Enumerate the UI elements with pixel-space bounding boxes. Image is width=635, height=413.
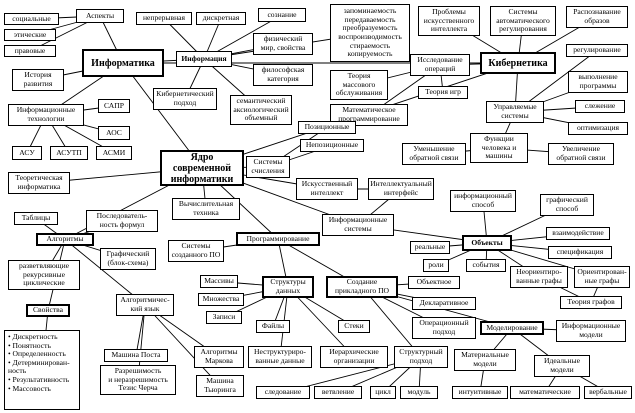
- node-razreshimost[interactable]: Разрешимость и неразрешимость Тезис Черч…: [100, 365, 176, 395]
- node-sistemy-sozdannogo[interactable]: Системы созданного ПО: [168, 240, 224, 262]
- node-nepreryvnaya[interactable]: непрерывная: [136, 12, 192, 25]
- node-sistemy-schisleniya[interactable]: Системы счисления: [246, 156, 290, 178]
- node-problemy-ii[interactable]: Проблемы искусственного интеллекта: [418, 6, 480, 36]
- node-razvetvlyayuschie[interactable]: разветвляющие рекурсивные циклические: [8, 260, 80, 290]
- node-iskusstvenny-intellekt[interactable]: Искусственный интеллект: [296, 178, 358, 200]
- node-asutp[interactable]: АСУТП: [50, 146, 88, 160]
- node-semanticheskiy[interactable]: семантический аксиологический объемный: [230, 95, 292, 125]
- node-obektnoe[interactable]: Объектное: [408, 276, 460, 289]
- node-sobytiya[interactable]: события: [466, 259, 506, 272]
- node-algoritmicheskiy[interactable]: Алгоритмичес- кий язык: [116, 294, 174, 316]
- node-kiberneticheskiy-podhod[interactable]: Кибернетический подход: [153, 88, 217, 110]
- node-uvelichenie[interactable]: Увеличение обратной связи: [548, 143, 614, 165]
- node-programmirovanie[interactable]: Программирование: [236, 232, 320, 246]
- node-nestrukturirovannye[interactable]: Неструктуриро- ванные данные: [248, 346, 312, 368]
- node-strukturny[interactable]: Структурный подход: [394, 346, 448, 368]
- node-svoystva-list: • Дискретность • Понятность • Определенн…: [4, 330, 80, 410]
- node-algoritmy[interactable]: Алгоритмы: [36, 233, 94, 246]
- node-neorientirovannye[interactable]: Неориентиро- ванные графы: [510, 266, 568, 288]
- node-diskretnaya[interactable]: дискретная: [196, 12, 246, 25]
- node-matematicheskoe[interactable]: Математическое программирование: [330, 104, 408, 126]
- node-teoreticheskaya[interactable]: Теоретическая информатика: [8, 172, 70, 194]
- node-slezhenie[interactable]: слежение: [575, 100, 625, 113]
- node-intellektualny-interfeys[interactable]: Интеллектуальный интерфейс: [368, 178, 434, 200]
- node-modul[interactable]: модуль: [400, 386, 438, 399]
- node-tablicy[interactable]: Таблицы: [14, 212, 58, 225]
- node-orientirovannye[interactable]: Ориентирован- ные графы: [574, 266, 630, 288]
- node-fizicheskiy[interactable]: физический мир, свойства: [253, 33, 313, 55]
- node-upravlyaemye[interactable]: Управляемые системы: [486, 101, 544, 123]
- node-umenshenie[interactable]: Уменьшение обратной связи: [402, 143, 466, 165]
- edge-sozdanie_po-strukturny: [361, 286, 422, 358]
- node-aos[interactable]: АОС: [98, 126, 130, 140]
- node-kibernetika[interactable]: Кибернетика: [480, 52, 556, 74]
- node-vzaimodeystvie[interactable]: взаимодействие: [546, 227, 610, 240]
- node-informacionnye-modeli[interactable]: Информационные модели: [556, 320, 626, 342]
- node-aspekty[interactable]: Аспекты: [76, 9, 124, 23]
- node-realnye[interactable]: реальные: [410, 241, 450, 254]
- node-teoriya-massovogo[interactable]: Теория массового обслуживания: [330, 70, 388, 100]
- edge-struktury-ierarhicheskie: [287, 286, 355, 358]
- node-intuitivnye[interactable]: интуитивные: [452, 386, 508, 399]
- node-eticheskie[interactable]: этические: [4, 29, 56, 41]
- node-filosofskaya[interactable]: философская категория: [253, 64, 313, 86]
- node-modelirovanie[interactable]: Моделирование: [480, 321, 544, 335]
- node-roli[interactable]: роли: [423, 259, 449, 272]
- node-sistemy-avtomaticheskogo[interactable]: Системы автоматического регулирования: [490, 6, 556, 36]
- node-informacionny-sposob[interactable]: информационный способ: [450, 190, 516, 212]
- node-svoystva[interactable]: Свойства: [26, 304, 70, 317]
- node-issledovanie[interactable]: Исследование операций: [410, 54, 470, 76]
- node-soznanie[interactable]: сознание: [258, 8, 306, 22]
- node-informacionnye-tehnologii[interactable]: Информационные технологии: [8, 104, 84, 126]
- node-optimizaciya[interactable]: оптимизация: [568, 122, 628, 135]
- node-vychislitelnaya[interactable]: Вычислительная техника: [172, 198, 240, 220]
- node-algoritmy-markova[interactable]: Алгоритмы Маркова: [194, 346, 244, 368]
- node-sledovanie[interactable]: следование: [256, 386, 310, 399]
- node-raspoznavanie[interactable]: Распознавание образов: [566, 6, 628, 28]
- node-nepozicionnye[interactable]: Непозиционные: [300, 139, 364, 152]
- node-ierarhicheskie[interactable]: Иерархические организации: [320, 346, 388, 368]
- node-graficheskiy-sposob[interactable]: графический способ: [540, 194, 594, 216]
- node-informaciya[interactable]: Информация: [176, 51, 232, 67]
- node-teoriya-igr[interactable]: Теория игр: [418, 86, 468, 99]
- node-obekty[interactable]: Объекты: [462, 235, 512, 251]
- node-vypolnenie[interactable]: выполнение программы: [568, 71, 628, 93]
- node-asu[interactable]: АСУ: [12, 146, 42, 160]
- node-mnozhestva[interactable]: Множества: [198, 293, 244, 306]
- edge-algoritmicheskiy-mashina_tyuringa: [144, 304, 221, 387]
- node-funkcii[interactable]: Функции человека и машины: [470, 133, 528, 163]
- node-informatika[interactable]: Информатика: [82, 49, 164, 77]
- node-socialnye[interactable]: социальные: [4, 13, 59, 25]
- node-istoriya[interactable]: История развития: [12, 69, 64, 91]
- node-teoriya-grafov[interactable]: Теория графов: [560, 296, 622, 309]
- node-cikl[interactable]: цикл: [370, 386, 396, 399]
- node-steki[interactable]: Стеки: [338, 320, 370, 333]
- node-mashina-tyuringa[interactable]: Машина Тьюринга: [196, 375, 244, 397]
- node-zapisi[interactable]: Записи: [206, 311, 242, 324]
- node-fayly[interactable]: Файлы: [256, 320, 290, 333]
- node-matematicheskie[interactable]: математические: [510, 386, 580, 399]
- node-mashina-posta[interactable]: Машина Поста: [104, 349, 168, 362]
- node-vetvlenie[interactable]: ветвление: [314, 386, 362, 399]
- node-regulirovanie[interactable]: регулирование: [566, 44, 628, 57]
- node-deklarativnoe[interactable]: Декларативное: [412, 297, 476, 310]
- node-yadro[interactable]: Ядро современной информатики: [160, 150, 244, 186]
- node-idealnye[interactable]: Идеальные модели: [534, 355, 590, 377]
- node-operacionny[interactable]: Операционный подход: [412, 317, 476, 339]
- node-verbalnye[interactable]: вербальные: [584, 386, 632, 399]
- node-specifikaciya[interactable]: спецификация: [548, 246, 612, 259]
- node-asmi[interactable]: АСМИ: [96, 146, 132, 160]
- node-informacionnye-sistemy[interactable]: Информационные системы: [322, 214, 394, 236]
- node-pravovye[interactable]: правовые: [4, 45, 56, 57]
- node-sapr[interactable]: САПР: [98, 99, 130, 113]
- node-pozicionnye[interactable]: Позиционные: [298, 121, 356, 134]
- node-materialnye[interactable]: Материальные модели: [454, 349, 516, 371]
- node-sozdanie-po[interactable]: Создание прикладного ПО: [326, 276, 398, 298]
- node-zapominaemost[interactable]: запоминаемость передаваемость преобразуе…: [330, 4, 410, 62]
- node-struktury[interactable]: Структуры данных: [262, 276, 314, 298]
- node-massivy[interactable]: Массивы: [200, 275, 238, 288]
- node-graficheskiy-blok[interactable]: Графический (блок-схема): [100, 248, 156, 270]
- node-posledovatelnost[interactable]: Последователь- ность формул: [86, 210, 158, 232]
